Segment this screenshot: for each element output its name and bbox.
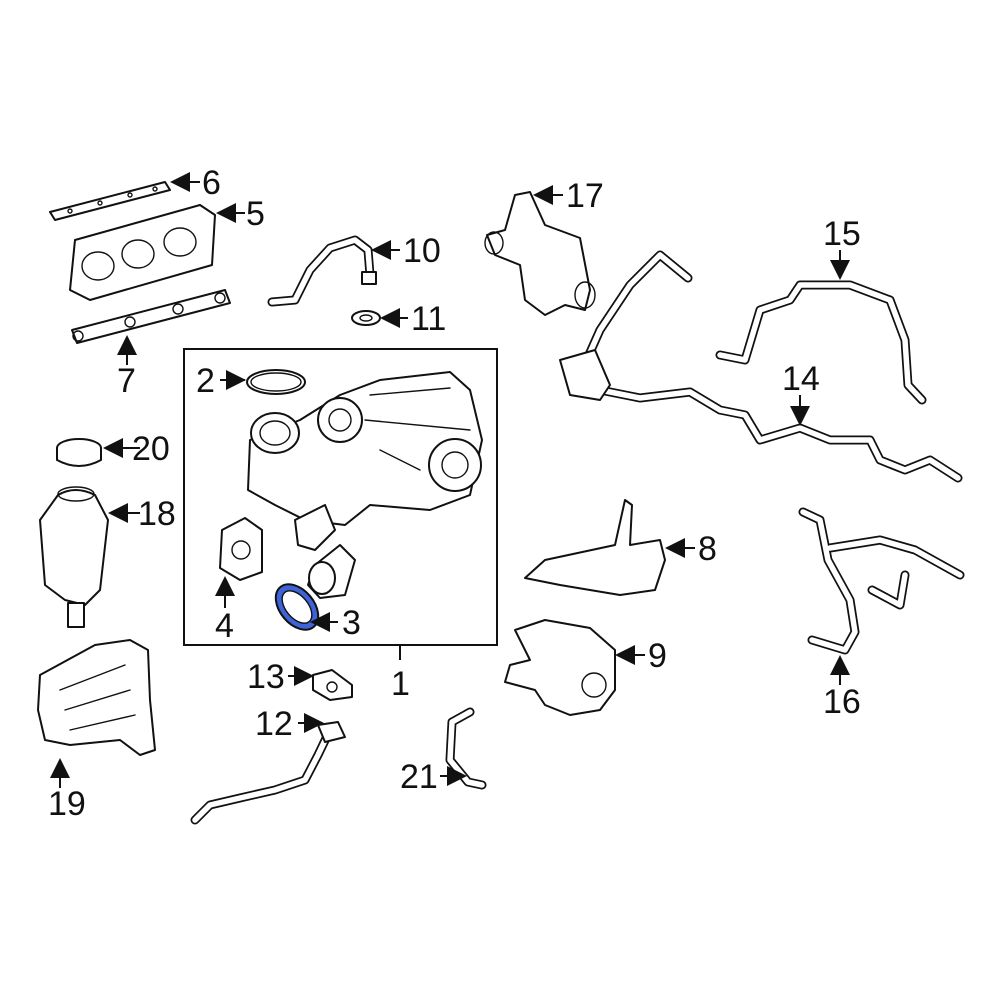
callout-3: 3 [342, 604, 361, 642]
turbocharger-assembly[interactable] [247, 371, 483, 599]
turbocharger-group-box [183, 348, 498, 646]
part-4-actuator[interactable] [219, 517, 263, 581]
leader-lines [50, 172, 850, 788]
part-11-washer[interactable] [351, 310, 381, 326]
callout-4: 4 [215, 607, 234, 645]
callout-8: 8 [698, 530, 717, 568]
callout-9: 9 [648, 637, 667, 675]
callout-17: 17 [566, 177, 604, 215]
callout-6: 6 [202, 164, 221, 202]
part-18-reservoir[interactable] [39, 486, 109, 628]
part-5-manifold-gasket[interactable] [69, 204, 216, 301]
part-2-o-ring[interactable] [246, 369, 306, 395]
callout-11: 11 [411, 300, 446, 338]
part-16-pipe[interactable] [798, 507, 965, 655]
callout-5: 5 [246, 195, 265, 233]
callout-2: 2 [196, 362, 215, 400]
part-13-flange[interactable] [312, 669, 353, 701]
part-15-pipe[interactable] [715, 280, 927, 405]
part-3-gasket-highlighted[interactable] [267, 576, 326, 638]
callout-7: 7 [117, 362, 136, 400]
callout-14: 14 [782, 360, 820, 398]
callout-18: 18 [138, 495, 176, 533]
part-9-heat-shield[interactable] [504, 619, 616, 716]
callout-16: 16 [823, 683, 861, 721]
callout-10: 10 [403, 232, 441, 270]
part-8-heat-shield[interactable] [524, 499, 666, 596]
part-6-gasket[interactable] [49, 181, 171, 221]
part-10-pipe[interactable] [267, 235, 377, 307]
callout-19: 19 [48, 785, 86, 823]
part-20-cap[interactable] [56, 438, 102, 467]
part-14-pipe[interactable] [559, 250, 963, 483]
callout-1: 1 [391, 665, 410, 703]
part-21-hose[interactable] [445, 707, 487, 790]
callout-12: 12 [255, 705, 293, 743]
part-19-bracket-housing[interactable] [37, 639, 156, 756]
part-17-housing[interactable] [484, 191, 596, 316]
callout-21: 21 [400, 758, 438, 796]
callout-13: 13 [247, 658, 285, 696]
part-7-bracket[interactable] [71, 289, 231, 344]
part-12-pipe[interactable] [190, 721, 346, 825]
callout-20: 20 [132, 430, 170, 468]
callout-15: 15 [823, 215, 861, 253]
